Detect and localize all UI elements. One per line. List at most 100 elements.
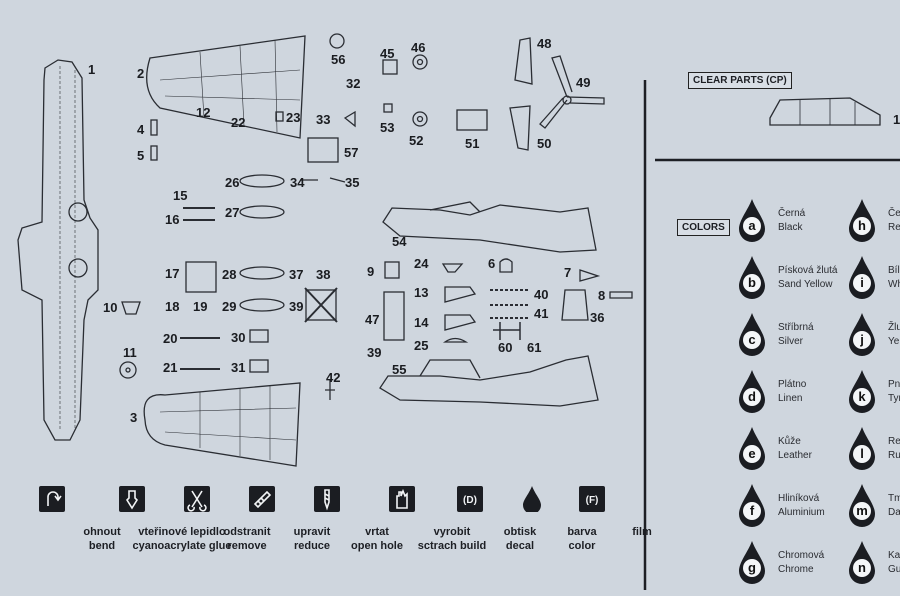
part-number: 16 <box>165 212 180 227</box>
color-name-czech: Černá <box>778 208 806 219</box>
part-number: 4 <box>137 122 145 137</box>
clear-parts-title: CLEAR PARTS (CP) <box>688 72 792 89</box>
fuselage-right <box>379 355 599 407</box>
legend-label-czech: vteřinové lepidlo <box>138 526 226 538</box>
color-code: m <box>853 502 871 520</box>
part-number: 30 <box>231 330 246 345</box>
fuselage-left <box>382 204 597 253</box>
color-name-english: Tyr <box>888 393 900 404</box>
part-number: 39 <box>367 345 382 360</box>
color-swatch: j Žlu Yel <box>848 312 900 368</box>
color-name-english: Silver <box>778 336 804 347</box>
part-number: 24 <box>414 256 429 271</box>
part-number: 36 <box>590 310 605 325</box>
color-name-czech: Kaw <box>888 550 900 561</box>
color-name-czech: Kůže <box>778 436 801 447</box>
propeller <box>539 55 605 129</box>
color-swatch: a Černá Black <box>738 198 858 254</box>
decal-icon: (D) <box>457 486 483 512</box>
legend-label-czech: barva <box>567 526 597 538</box>
part-number: 41 <box>534 306 549 321</box>
legend-label-czech: upravit <box>293 526 331 538</box>
bend-icon <box>39 486 65 512</box>
clear-part-number: 1 <box>893 112 900 127</box>
part-number: 52 <box>409 133 424 148</box>
color-name-czech: Bílá <box>888 265 900 276</box>
color-code: k <box>853 388 871 406</box>
part-number: 22 <box>231 115 246 130</box>
part-number: 31 <box>231 360 246 375</box>
part-number: 48 <box>537 36 552 51</box>
color-name-czech: Plátno <box>778 379 807 390</box>
wing-top-view <box>17 59 99 441</box>
color-name-czech: Žlu <box>888 322 900 333</box>
color-name-english: Linen <box>778 393 803 404</box>
part-number: 35 <box>345 175 360 190</box>
part-number: 61 <box>527 340 542 355</box>
part-number: 46 <box>411 40 426 55</box>
color-name-english: Aluminium <box>778 507 825 518</box>
legend-symbol: (F) <box>586 495 599 506</box>
color-swatch: k Pne Tyr <box>848 369 900 425</box>
color-swatch: b Písková žlutá Sand Yellow <box>738 255 858 311</box>
color-swatch: d Plátno Linen <box>738 369 858 425</box>
part-number: 15 <box>173 188 188 203</box>
part-number: 51 <box>465 136 480 151</box>
part-number: 2 <box>137 66 145 81</box>
part-number: 45 <box>380 46 395 61</box>
legend-label-english: remove <box>227 540 267 552</box>
color-code: d <box>743 388 761 406</box>
color-name-english: Gun <box>888 564 900 575</box>
part-number: 37 <box>289 267 304 282</box>
drill-icon <box>314 486 340 512</box>
part-number: 38 <box>316 267 331 282</box>
part-number: 54 <box>392 234 407 249</box>
legend-label-english: bend <box>88 540 116 552</box>
color-swatch: g Chromová Chrome <box>738 540 858 596</box>
part-number: 53 <box>380 120 395 135</box>
part-number: 11 <box>123 345 137 360</box>
part-number: 32 <box>346 76 361 91</box>
color-name-czech: Tma <box>888 493 900 504</box>
color-swatch: f Hliníková Aluminium <box>738 483 858 539</box>
legend-label-english: open hole <box>351 540 403 552</box>
wing-half-upper <box>146 35 306 139</box>
legend-label-czech: film <box>632 526 652 538</box>
legend-label-czech: odstranit <box>223 526 271 538</box>
color-name-english: Sand Yellow <box>778 279 833 290</box>
color-swatch: h Čer Red <box>848 198 900 254</box>
color-name-english: Whi <box>888 279 900 290</box>
color-name-english: Dar <box>888 507 900 518</box>
color-name-czech: Hliníková <box>778 493 820 504</box>
legend-label-czech: ohnout <box>83 526 121 538</box>
part-number: 28 <box>222 267 237 282</box>
color-code: j <box>853 331 871 349</box>
part-number: 56 <box>331 52 346 67</box>
color-code: a <box>743 217 761 235</box>
legend-label-english: reduce <box>293 540 331 552</box>
part-number: 57 <box>344 145 359 160</box>
part-number: 47 <box>365 312 380 327</box>
color-name-english: Leather <box>778 450 812 461</box>
color-code: l <box>853 445 871 463</box>
legend-label-czech: vyrobit <box>433 526 471 538</box>
color-swatch: e Kůže Leather <box>738 426 858 482</box>
part-number: 3 <box>130 410 138 425</box>
part-number: 39 <box>289 299 304 314</box>
part-number: 12 <box>196 105 211 120</box>
legend-label-czech: vrtat <box>365 526 389 538</box>
part-number: 7 <box>564 265 572 280</box>
part-number: 19 <box>193 299 208 314</box>
color-name-czech: Rez <box>888 436 900 447</box>
legend-label-english: decal <box>505 540 535 552</box>
color-code: h <box>853 217 871 235</box>
part-number: 13 <box>414 285 429 300</box>
part-number: 26 <box>225 175 240 190</box>
part-number: 9 <box>367 264 375 279</box>
part-number: 25 <box>414 338 429 353</box>
part-number: 14 <box>414 315 429 330</box>
part-number: 50 <box>537 136 552 151</box>
color-name-english: Black <box>778 222 803 233</box>
color-name-czech: Stříbrná <box>778 322 814 333</box>
